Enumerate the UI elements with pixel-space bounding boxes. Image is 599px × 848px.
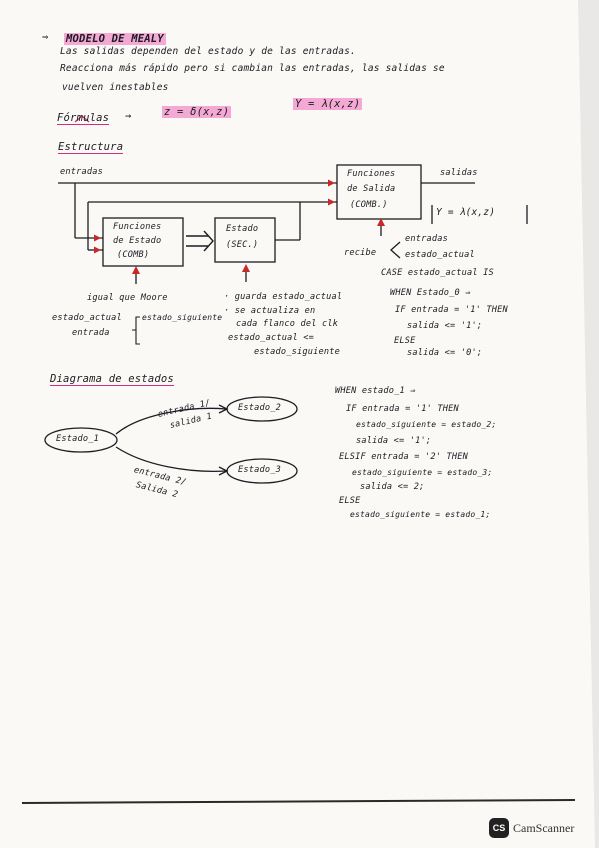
- note2-line-5: estado_siguiente: [254, 347, 340, 357]
- note1-brace: [132, 316, 140, 345]
- mealy-heading: MODELO DE MEALY: [64, 33, 166, 45]
- label-salidas: salidas: [440, 168, 478, 178]
- code2-line-5: ELSIF entrada = '2' THEN: [339, 452, 468, 462]
- transition-1-3: [115, 446, 227, 472]
- box-funciones-estado: [102, 217, 184, 267]
- code1-line-6: salida <= '0';: [407, 348, 483, 358]
- camscanner-name: CamScanner: [513, 820, 575, 835]
- box2-line-1: Estado: [226, 224, 259, 234]
- estructura-title: Estructura: [58, 141, 124, 154]
- note2-line-3: cada flanco del clk: [236, 319, 339, 329]
- box3-line-1: Funciones: [347, 169, 396, 179]
- note1-line-1: igual que Moore: [87, 293, 168, 303]
- code2-line-2: IF entrada = '1' THEN: [346, 404, 459, 414]
- note1-line-3: entrada: [72, 328, 110, 338]
- code1-line-1: CASE estado_actual IS: [381, 268, 494, 278]
- note2-line-4: estado_actual <=: [228, 333, 314, 343]
- box-funciones-salida: [336, 164, 422, 220]
- state-2-label: Estado_2: [238, 403, 281, 413]
- code2-line-8: ELSE: [339, 496, 361, 506]
- code2-line-6: estado_siguiente = estado_3;: [352, 468, 493, 477]
- section-arrow: ⇒: [42, 31, 49, 43]
- code2-line-9: estado_siguiente = estado_1;: [350, 510, 491, 519]
- page-bottom-edge: [21, 799, 576, 804]
- camscanner-badge: CS: [489, 818, 509, 838]
- code2-line-3: estado_siguiente = estado_2;: [356, 420, 497, 429]
- box3-line-3: (COMB.): [350, 200, 388, 210]
- diagrama-title: Diagrama de estados: [50, 373, 174, 386]
- code2-line-1: WHEN estado_1 ⇒: [335, 386, 416, 396]
- box2-line-2: (SEC.): [226, 240, 259, 250]
- formula-underline-tick: [74, 115, 90, 123]
- double-arrow: [186, 230, 214, 252]
- formula-output: Y = λ(x,z): [293, 98, 363, 110]
- state-diagram: [44, 396, 298, 484]
- code2-line-4: salida <= '1';: [356, 436, 432, 446]
- arrowhead-1-3: [218, 466, 229, 476]
- note1-line-2: estado_actual: [52, 313, 122, 323]
- code1-line-5: ELSE: [394, 336, 416, 346]
- state-3-label: Estado_3: [238, 465, 281, 475]
- mealy-desc-line-3: vuelven inestables: [62, 82, 169, 93]
- note1-line-4: estado_siguiente: [142, 313, 223, 322]
- output-formula: Y = λ(x,z): [436, 207, 496, 218]
- note2-line-1: · guarda estado_actual: [224, 292, 343, 302]
- red-arrowheads: [94, 179, 385, 274]
- mealy-desc-line-1: Las salidas dependen del estado y de las…: [60, 46, 356, 57]
- recibe-entradas: entradas: [405, 234, 448, 244]
- code1-line-2: WHEN Estado_0 ⇒: [390, 288, 471, 298]
- box1-line-1: Funciones: [113, 222, 162, 232]
- code1-line-3: IF entrada = '1' THEN: [395, 305, 508, 315]
- formulas-arrow: →: [125, 110, 132, 122]
- recibe-label: recibe: [344, 248, 377, 258]
- recibe-estado-actual: estado_actual: [405, 250, 475, 260]
- state-circle-1: [44, 427, 118, 453]
- arrowhead-1-2: [218, 404, 229, 414]
- state-1-label: Estado_1: [56, 434, 99, 444]
- transition-1-2: [115, 407, 227, 435]
- box3-line-2: de Salida: [347, 184, 396, 194]
- mealy-desc-line-2: Reacciona más rápido pero si cambian las…: [60, 63, 445, 74]
- formula-next-state: z = δ(x,z): [162, 106, 232, 118]
- recibe-chevron: [390, 241, 401, 259]
- note2-line-2: · se actualiza en: [224, 306, 316, 316]
- code1-line-4: salida <= '1';: [407, 321, 483, 331]
- code2-line-7: salida <= 2;: [360, 482, 425, 492]
- box1-line-2: de Estado: [113, 236, 162, 246]
- formulas-label: Fórmulas: [57, 112, 110, 125]
- label-entradas: entradas: [60, 167, 103, 177]
- camscanner-logo: CS CamScanner: [489, 818, 574, 838]
- box1-line-3: (COMB): [117, 250, 150, 260]
